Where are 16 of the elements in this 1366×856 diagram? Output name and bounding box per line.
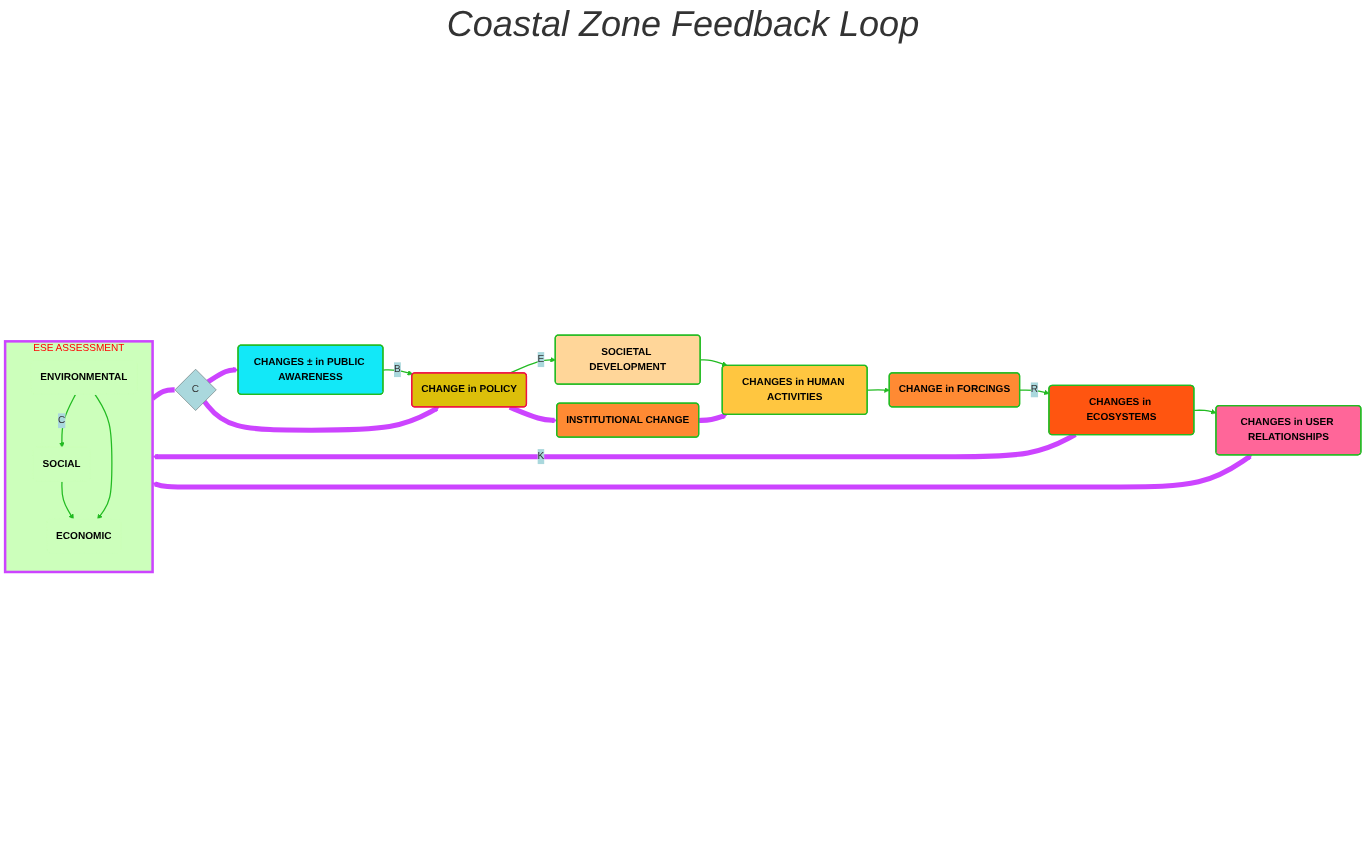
arrow: [152, 432, 1077, 460]
arrow: [206, 367, 239, 385]
connector: [151, 387, 176, 401]
arrow: [1193, 409, 1217, 415]
arrow: [382, 369, 414, 376]
arrow: [508, 405, 558, 424]
arrow: [59, 394, 77, 449]
arrow: [152, 454, 1253, 490]
arrow: [1019, 389, 1050, 396]
arrow: [866, 387, 890, 394]
diagram-title: Coastal Zone Feedback Loop: [444, 4, 922, 46]
arrow: [699, 359, 728, 367]
arrow: [202, 400, 440, 434]
arrow: [94, 394, 113, 521]
arrow: [61, 481, 74, 521]
arrow: [698, 413, 728, 424]
